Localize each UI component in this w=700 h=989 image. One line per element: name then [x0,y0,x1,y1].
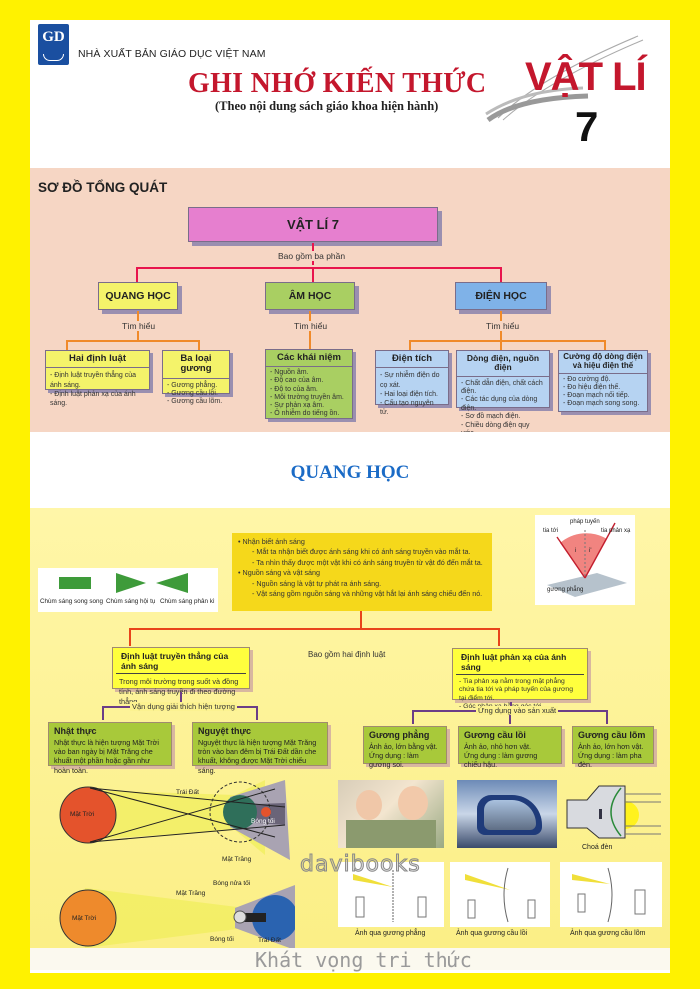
concave-mirror-image [560,862,662,927]
connector [360,611,362,629]
laws-link-label: Bao gồm hai định luật [308,650,386,659]
law-propagation: Định luật truyền thẳng của ánh sáng Tron… [112,647,250,706]
branch-link-label: Tìm hiểu [294,321,328,331]
lunar-eclipse-card: Nguyệt thực Nguyệt thực là hiện tượng Mặ… [192,722,328,775]
law2-link-label: Ứng dụng vào sản xuất [476,706,559,715]
beam-caption: Chùm sáng song song [40,598,104,605]
leaf-dien-tich: Điện tích - Sự nhiễm điện do cọ xát.- Ha… [375,350,449,416]
bottom-strip [30,948,670,970]
connector [500,267,502,282]
root-link-label: Bao gồm ba phần [276,251,348,261]
leaf-ba-loai-guong: Ba loại gương - Gương phẳng.- Gương cầu … [162,350,230,405]
solar-eclipse-card: Nhật thực Nhật thực là hiện tượng Mặt Tr… [48,722,172,775]
eclipse-label: Trái Đất [258,937,281,944]
root-node: VẬT LÍ 7 [188,207,438,242]
publisher-name: NHÀ XUẤT BẢN GIÁO DỤC VIỆT NAM [78,48,266,60]
law1-link-label: Vận dụng giải thích hiện tượng [130,702,237,711]
branch-quang-hoc: QUANG HỌC [98,282,178,310]
orbit-swoosh-icon [485,35,644,123]
convex-mirror-image [450,862,550,927]
reflection-diagram: pháp tuyến tia tới tia phản xạ i i' gươn… [535,515,635,605]
lunar-eclipse-diagram [59,780,290,860]
connector [136,267,502,269]
branch-am-hoc: ÂM HỌC [265,282,355,310]
eclipse-label: Trái Đất [176,789,199,796]
concave-mirror-card: Gương cầu lõm Ảnh ảo, lớn hơn vật.Ứng dụ… [572,726,654,769]
connector [498,628,500,646]
solar-eclipse-diagram [59,885,295,950]
mirror-caption: Ảnh qua gương cầu lõm [570,930,646,937]
light-notes: • Nhận biết ánh sáng - Mắt ta nhận biết … [232,533,492,611]
grade-number: 7 [575,103,599,150]
convex-mirror-icon [465,867,536,923]
connector [102,706,104,720]
connector [66,340,199,342]
connector [312,267,314,282]
plane-mirror-image [338,862,444,927]
beam-caption: Chùm sáng hội tụ [106,598,156,605]
connector [604,340,606,350]
light-beams-strip: Chùm sáng song song Chùm sáng hội tụ Chù… [38,568,218,612]
poster-subtitle: (Theo nội dung sách giáo khoa hiện hành) [215,99,439,113]
eclipse-label: Mặt Trăng [222,856,252,863]
eclipse-label: Bóng tối [251,818,275,825]
plane-mirror-icon [353,870,427,922]
connector [500,340,502,350]
beam-shapes-icon [59,573,188,593]
connector [509,710,511,724]
leaf-cac-khai-niem: Các khái niệm - Nguồn âm.- Độ cao của âm… [265,349,353,419]
car-mirror-photo [457,780,557,848]
babies-photo [338,780,444,848]
eclipse-label: Mặt Trời [72,915,97,922]
connector [198,340,200,350]
overview-title: SƠ ĐỒ TỔNG QUÁT [38,180,168,195]
headlight-diagram [566,785,661,839]
connector [409,340,605,342]
connector [129,628,131,646]
branch-link-label: Tìm hiểu [486,321,520,331]
eclipse-label: Bóng nửa tối [213,880,251,887]
subject-title: VẬT LÍ [525,55,647,99]
convex-mirror-card: Gương cầu lồi Ảnh ảo, nhỏ hơn vật.Ứng dụ… [458,726,562,769]
beam-caption: Chùm sáng phân kì [160,598,215,605]
eclipse-label: Mặt Trăng [176,890,206,897]
connector [180,692,182,705]
eclipse-label: Bóng tối [210,936,234,943]
connector [256,706,258,720]
reflection-icon [547,522,627,597]
book-icon [43,54,64,61]
publisher-logo: GD [38,24,69,65]
mirror-caption: Ảnh qua gương cầu lồi [456,930,528,937]
connector [136,267,138,282]
leaf-cuong-do: Cường độ dòng điện và hiệu điện thế - Đo… [558,350,648,412]
connector [66,340,68,350]
leaf-hai-dinh-luat: Hai định luật - Định luật truyền thẳng c… [45,350,150,407]
mirror-caption: Ảnh qua gương phẳng [355,930,426,937]
headlight-label: Choá đèn [582,844,613,851]
law-reflection: Định luật phản xạ của ánh sáng - Tia phả… [452,648,588,710]
concave-mirror-icon [572,867,646,923]
leaf-dong-dien: Dòng điện, nguồn điện - Chất dẫn điện, c… [456,350,550,437]
branch-dien-hoc: ĐIỆN HỌC [455,282,547,310]
connector [606,710,608,724]
eclipse-label: Mặt Trời [70,811,95,818]
poster-title: GHI NHỚ KIẾN THỨC [188,68,487,99]
optics-title: QUANG HỌC [30,432,670,508]
branch-link-label: Tìm hiểu [122,321,156,331]
connector [409,340,411,350]
plane-mirror-card: Gương phẳng Ảnh ảo, lớn bằng vật.Ứng dụn… [363,726,447,769]
connector [129,628,499,630]
connector [412,710,414,724]
